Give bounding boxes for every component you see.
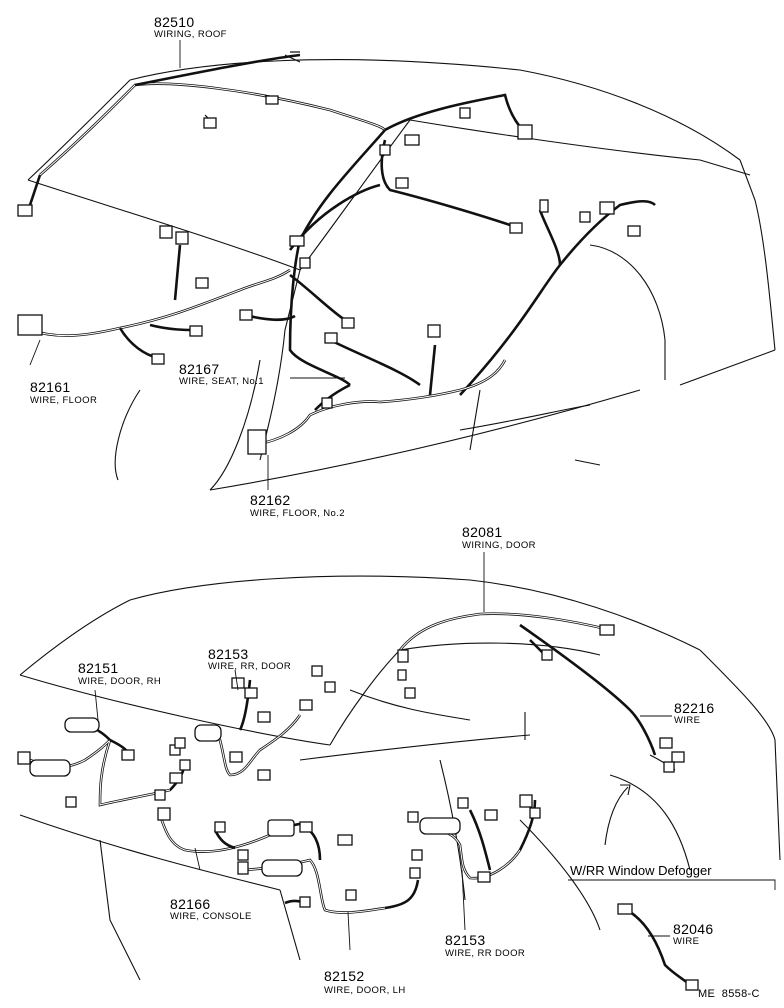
part-name-door-wire-lh: WIRE, DOOR, LH xyxy=(324,985,406,996)
figure-code: ME 8558-C xyxy=(698,988,760,1000)
part-name-wire-82216: WIRE xyxy=(674,715,701,726)
top-car-body xyxy=(27,59,776,491)
body-side-harness xyxy=(288,129,656,396)
part-name-roof-wiring: WIRING, ROOF xyxy=(154,29,227,40)
bottom-connectors xyxy=(17,624,699,991)
part-number-82510: 82510 xyxy=(154,14,195,30)
part-number-82151: 82151 xyxy=(78,660,119,676)
part-number-82167: 82167 xyxy=(179,361,220,377)
part-name-rr-door-wire: WIRE, RR, DOOR xyxy=(208,661,292,672)
part-name-door-wiring: WIRING, DOOR xyxy=(462,540,536,551)
part-number-82162: 82162 xyxy=(250,492,291,508)
top-connectors xyxy=(17,95,641,455)
part-number-82081: 82081 xyxy=(462,524,503,540)
part-number-82166: 82166 xyxy=(170,896,211,912)
option-box xyxy=(568,879,776,986)
part-name-defogger-wire: WIRE xyxy=(673,936,700,947)
part-number-82153-rh: 82153 xyxy=(208,646,249,662)
door-wiring-82081 xyxy=(398,612,657,756)
part-number-82216: 82216 xyxy=(674,700,715,716)
floor-wire-82161 xyxy=(29,244,296,360)
rr-door-wire-lh-82153 xyxy=(429,799,537,880)
part-number-82161: 82161 xyxy=(30,379,71,395)
part-name-seat-wire: WIRE, SEAT, No.1 xyxy=(179,376,264,387)
part-name-floor-wire-no2: WIRE, FLOOR, No.2 xyxy=(250,508,345,519)
arrow-defogger xyxy=(604,784,631,846)
part-number-82152: 82152 xyxy=(324,968,365,984)
seat-wire-82167 xyxy=(289,273,421,387)
bottom-car-body xyxy=(19,575,781,981)
part-name-rr-door-wire-lh: WIRE, RR DOOR xyxy=(445,948,526,959)
roof-wiring-82510 xyxy=(28,51,531,206)
part-name-floor-wire: WIRE, FLOOR xyxy=(30,395,98,406)
floor-wire-no2-82162 xyxy=(254,344,507,447)
part-number-82046: 82046 xyxy=(673,921,714,937)
part-number-82153-lh: 82153 xyxy=(445,932,486,948)
part-name-door-wire-rh: WIRE, DOOR, RH xyxy=(78,676,162,687)
option-box-title: W/RR Window Defogger xyxy=(570,863,712,878)
part-name-console-wire: WIRE, CONSOLE xyxy=(170,911,252,922)
bottom-leader-lines xyxy=(94,552,672,951)
top-leader-lines xyxy=(29,40,345,490)
